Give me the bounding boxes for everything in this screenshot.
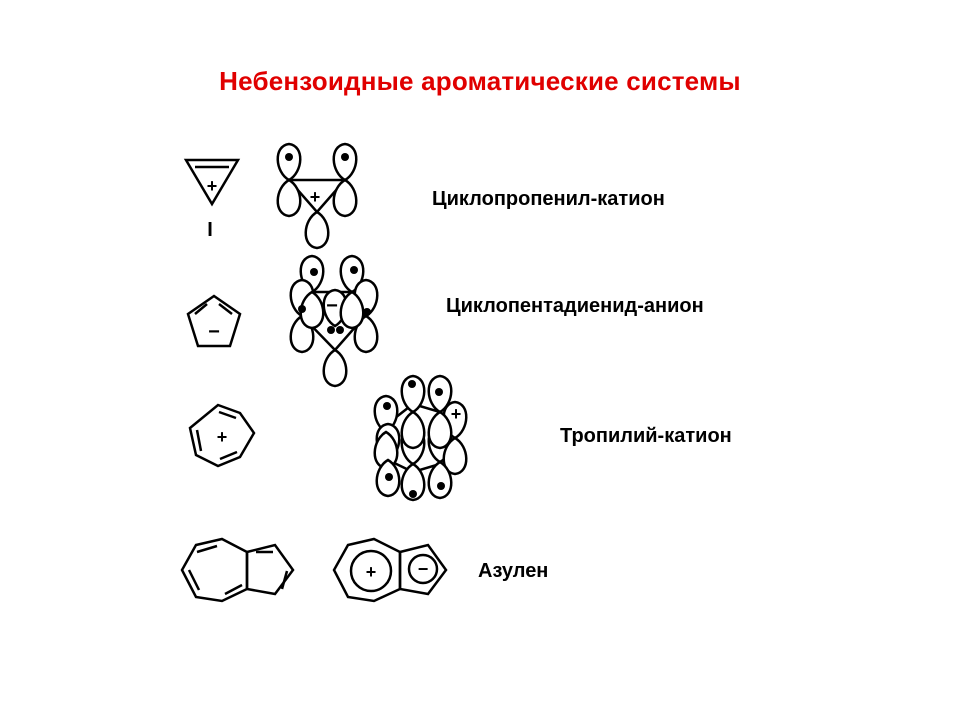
cyclopentadienide-orbital-diagram: [289, 254, 379, 388]
label-tropylium-cation: Тропилий-катион: [560, 425, 732, 447]
tropylium-orbital-diagram: [373, 374, 468, 502]
orbital-charge: +: [310, 187, 321, 207]
cyclopentadienide-charge: −: [208, 321, 220, 343]
azulene-resonance-structure: [332, 537, 448, 603]
tropylium-structure: [188, 403, 256, 468]
label-cyclopropenyl-cation: Циклопропенил-катион: [432, 188, 665, 210]
cyclopropenyl-orbital-diagram: [276, 142, 358, 250]
cyclopropenyl-structure: [183, 158, 241, 207]
azulene-structure: [180, 537, 295, 603]
orbital-charge: −: [326, 295, 338, 317]
slide-title: Небензоидные ароматические системы: [219, 66, 741, 96]
label-cyclopentadienide-anion: Циклопентадиенид-анион: [446, 295, 704, 317]
cyclopentadienide-structure: [186, 294, 242, 348]
cyclopropenyl-charge: +: [207, 176, 218, 196]
azulene-plus-charge: +: [366, 562, 377, 582]
label-azulene: Азулен: [478, 560, 549, 582]
azulene-minus-charge: −: [418, 559, 429, 579]
structure-number-label: I: [207, 219, 213, 241]
orbital-charge: +: [451, 404, 462, 424]
tropylium-charge: +: [217, 427, 228, 447]
